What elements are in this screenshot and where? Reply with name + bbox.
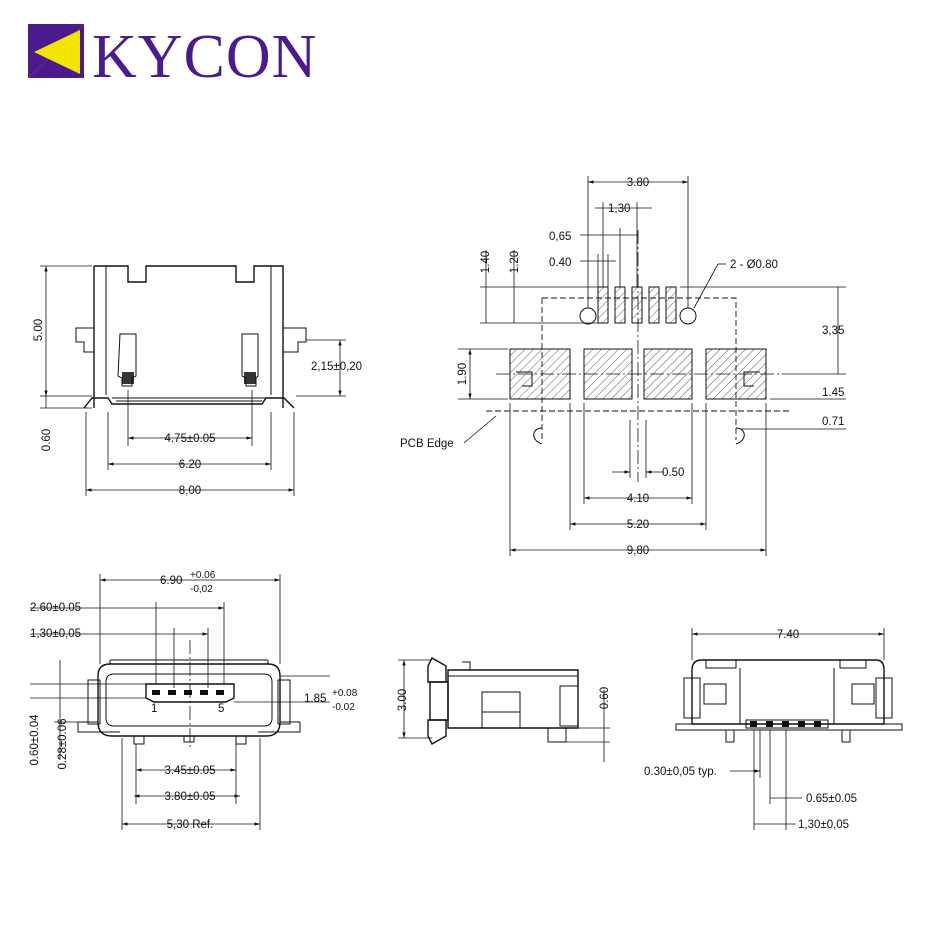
- dim-pin-offset: 0.60: [41, 429, 53, 451]
- side-view: 3.00 0.60: [397, 657, 611, 762]
- dim-side-height: 3.00: [397, 689, 409, 711]
- signal-pad-1: [597, 286, 609, 324]
- top-view: 5.00 0.60 2,15±0,20 4.75±0.05 6.20 8,00: [33, 265, 362, 497]
- top-view-pad-left: [117, 333, 137, 387]
- dim-row-offset-a: 1.40: [480, 251, 492, 273]
- dim-footprint-overall: 9,80: [627, 545, 649, 557]
- dim-mount-inner: 4.10: [627, 493, 649, 505]
- kycon-logo: KYCON: [28, 23, 317, 91]
- dim-row-offset-b: 1.20: [509, 251, 521, 273]
- front-view: 1 5 6.90 +0.06 -0,02 2.60±0.05 1,30±0,05…: [29, 570, 358, 831]
- dim-vert-b: 1.45: [822, 387, 844, 399]
- dim-edge-offset: 0.71: [822, 416, 844, 428]
- contact-5: [216, 690, 224, 695]
- dim-pin-width: 0.30±0,05 typ.: [644, 766, 717, 778]
- brand-name: KYCON: [92, 23, 317, 91]
- dim-leg-inner: 3.45±0.05: [164, 765, 215, 777]
- dim-inner-width: 6.20: [179, 459, 201, 471]
- dim-rear-pitch: 0.65±0.05: [806, 793, 857, 805]
- dim-center-gap: 0.50: [662, 467, 684, 479]
- dim-opening: 2.60±0.05: [30, 602, 81, 614]
- contact-1: [152, 690, 160, 695]
- dim-vert-a: 3,35: [822, 325, 844, 337]
- pcb-edge-label: PCB Edge: [400, 438, 454, 450]
- dim-front-height: 1.85: [304, 693, 326, 705]
- dim-leg-outer: 3.80±0.05: [164, 791, 215, 803]
- dim-front-height-tol-minus: -0.02: [332, 702, 355, 713]
- dim-pad-width: 0.40: [549, 257, 571, 269]
- dim-pad-pitch: 0,65: [549, 231, 571, 243]
- contact-2: [168, 690, 176, 695]
- logo-yellow-triangle: [34, 30, 80, 74]
- dim-ref: 5,30 Ref.: [167, 819, 214, 831]
- dim-height: 5.00: [33, 319, 45, 341]
- dim-half: 1,30±0,05: [30, 628, 81, 640]
- dim-rear-span: 1,30±0,05: [798, 819, 849, 831]
- contact-4: [200, 690, 208, 695]
- mount-hole-right: [679, 307, 697, 325]
- pin-last-label: 5: [218, 703, 224, 715]
- dim-pair-span: 1,30: [608, 203, 630, 215]
- hole-callout: 2 - Ø0.80: [730, 259, 778, 271]
- dim-pitch-span: 3.80: [627, 177, 649, 189]
- contact-3: [184, 690, 192, 695]
- signal-pad-5: [665, 286, 677, 324]
- dim-offset-b: 0.28±0.06: [57, 718, 69, 769]
- dim-front-width-tol-minus: -0,02: [190, 584, 213, 595]
- rear-view: 7.40 0.30±0,05 typ. 0.65±0.05 1,30±0,05: [644, 628, 903, 831]
- dim-overall-width: 8,00: [179, 485, 201, 497]
- signal-pad-4: [648, 286, 660, 324]
- dim-mount-outer: 5.20: [627, 519, 649, 531]
- pin-first-label: 1: [151, 703, 157, 715]
- top-view-pad-right: [241, 333, 259, 387]
- mount-hole-left: [579, 307, 597, 325]
- signal-pad-3: [631, 286, 643, 324]
- dim-rear-width: 7.40: [777, 629, 799, 641]
- dim-tab-height: 2,15±0,20: [311, 361, 362, 373]
- dim-front-width: 6.90: [160, 575, 182, 587]
- dim-front-height-tol-plus: +0.08: [332, 688, 358, 699]
- signal-pad-2: [614, 286, 626, 324]
- dim-pad-span: 4.75±0.05: [164, 433, 215, 445]
- dim-front-width-tol-plus: +0.06: [190, 570, 216, 581]
- dim-side-lead: 0.60: [599, 687, 611, 709]
- dim-pad-height: 1.90: [457, 363, 469, 385]
- dim-offset-a: 0.60±0.04: [29, 714, 41, 766]
- pcb-footprint: 3.80 1,30 0,65 0.40 1.40 1.20 1.90 2 - Ø…: [400, 176, 846, 557]
